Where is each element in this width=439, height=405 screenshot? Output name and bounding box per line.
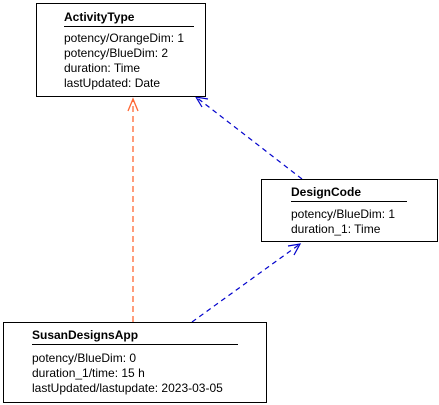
class-divider: [32, 344, 238, 345]
class-attribute: lastUpdated/lastupdate: 2023-03-05: [32, 381, 223, 395]
class-attribute: duration_1: Time: [291, 222, 381, 236]
edge-susan-to-activitytype: [127, 97, 139, 322]
class-attribute: potency/OrangeDim: 1: [64, 31, 185, 45]
class-attribute: potency/BlueDim: 0: [32, 351, 137, 365]
class-attributes: potency/OrangeDim: 1 potency/BlueDim: 2 …: [64, 31, 184, 91]
class-divider: [291, 201, 407, 202]
class-attributes: potency/BlueDim: 0 duration_1/time: 15 h…: [32, 351, 223, 396]
class-attributes: potency/BlueDim: 1 duration_1: Time: [291, 207, 395, 237]
class-attribute: potency/BlueDim: 2: [64, 46, 169, 60]
class-attribute: lastUpdated: Date: [64, 76, 161, 90]
class-box-susandesignsapp[interactable]: SusanDesignsApp potency/BlueDim: 0 durat…: [3, 322, 267, 403]
edge-susan-to-designcode: [191, 243, 302, 323]
class-title: ActivityType: [64, 10, 135, 24]
class-box-activitytype[interactable]: ActivityType potency/OrangeDim: 1 potenc…: [36, 3, 206, 97]
edge-designcode-to-activitytype: [194, 96, 303, 180]
class-divider: [64, 26, 194, 27]
class-attribute: duration_1/time: 15 h: [32, 366, 145, 380]
class-attribute: potency/BlueDim: 1: [291, 207, 396, 221]
class-title: SusanDesignsApp: [32, 328, 139, 342]
class-box-designcode[interactable]: DesignCode potency/BlueDim: 1 duration_1…: [261, 179, 438, 242]
class-title: DesignCode: [291, 185, 362, 199]
class-attribute: duration: Time: [64, 61, 141, 75]
